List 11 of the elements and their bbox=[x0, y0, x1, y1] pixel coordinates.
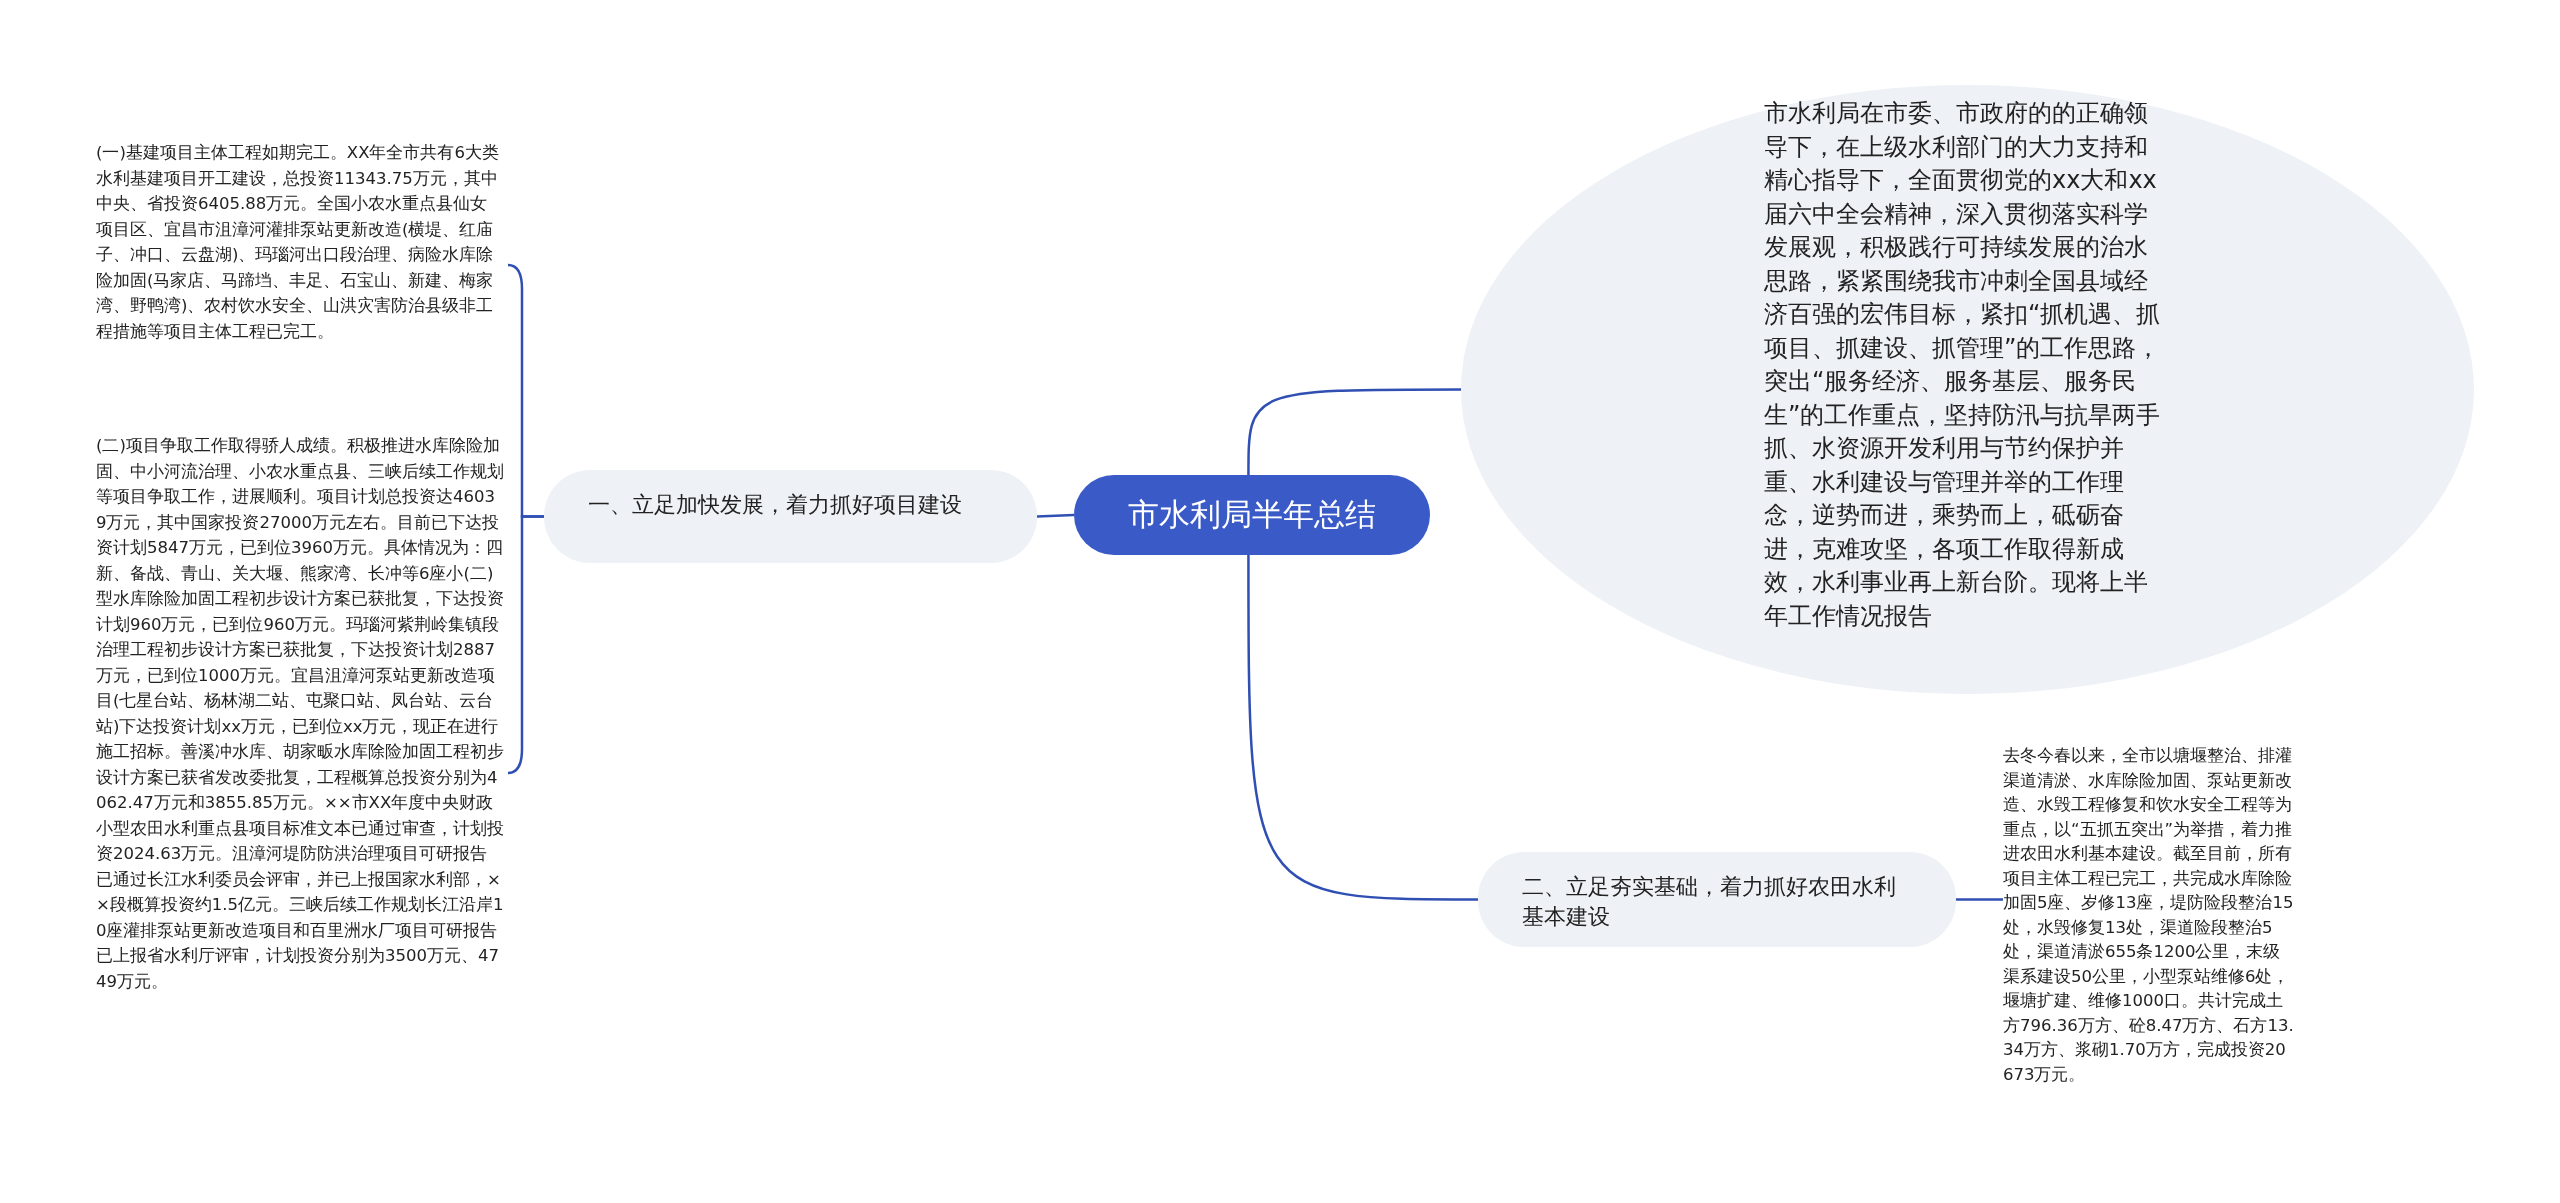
paragraph: (二)项目争取工作取得骄人成绩。积极推进水库除险加固、中小河流治理、小农水重点县、三峡后续工作规划等项目争取工作，进展顺利。项目计划总投资达46039万元，其中国家投资27000万元左右。目前已下达投资计划5847万元，已到位3960万元。具体情况为：四新、备战、青山、关大堰、熊家湾、长冲等6座小(二)型水库除险加固工程初步设计方案已获批复，下达投资计划960万元，已到位960万元。玛瑙河紫荆岭集镇段治理工程初步设计方案已获批复，下达投资计划2887万元，已到位1000万元。宜昌沮漳河泵站更新改造项目(七星台站、杨林湖二站、屯聚口站、凤台站、云台站)下达投资计划xx万元，已到位xx万元，现正在进行施工招标。善溪冲水库、胡家畈水库除险加固工程初步设计方案已获省发改委批复，工程概算总投资分别为4062.47万元和3855.85万元。××市XX年度中央财政小型农田水利重点县项目标准文本已通过审查，计划投资2024.63万元。沮漳河堤防防洪治理项目可研报告已通过长江水利委员会评审，并已上报国家水利部，××段概算投资约1.5亿元。三峡后续工作规划长江沿岸10座灌排泵站更新改造项目和百里洲水厂项目可研报告已上报省水利厅评审，计划投资分别为3500万元、4749万元。 bbox=[96, 435, 504, 993]
topic-text: 二、立足夯实基础，着力抓好农田水利基本建设 bbox=[1522, 873, 1897, 931]
topic-text: 一、立足加快发展，着力抓好项目建设 bbox=[588, 491, 962, 519]
paragraph: 市水利局在市委、市政府的的正确领导下，在上级水利部门的大力支持和精心指导下，全面贯彻党的xx大和xx届六中全会精神，深入贯彻落实科学发展观，积极践行可持续发展的治水思路，紧紧围绕我市冲刺全国县域经济百强的宏伟目标，紧扣“抓机遇、抓项目、抓建设、抓管理”的工作思路，突出“服务经济、服务基层、服务民生”的工作重点，坚持防汛与抗旱两手抓、水资源开发利用与节约保护并重、水利建设与管理并举的工作理念，逆势而进，乘势而上，砥砺奋进，克难攻坚，各项工作取得新成效，水利事业再上新台阶。现将上半年工作情况报告 bbox=[1764, 98, 2162, 632]
connector-line bbox=[507, 515, 544, 775]
topic-text: 市水利局半年总结 bbox=[1128, 495, 1376, 534]
paragraph: (一)基建项目主体工程如期完工。XX年全市共有6大类水利基建项目开工建设，总投资11343.75万元，其中中央、省投资6405.88万元。全国小农水重点县仙女项目区、宜昌市沮漳河灌排泵站更新改造(横堤、红庙子、冲口、云盘湖)、玛瑙河出口段治理、病险水库除险加固(马家店、马蹄垱、丰足、石宝山、新建、梅家湾、野鸭湾)、农村饮水安全、山洪灾害防治县级非工程措施等项目主体工程已完工。 bbox=[96, 142, 500, 343]
connector-line bbox=[1956, 898, 2003, 901]
paragraph: 去冬今春以来，全市以塘堰整治、排灌渠道清淤、水库除险加固、泵站更新改造、水毁工程修复和饮水安全工程等为重点，以“五抓五突出”为举措，着力推进农田水利基本建设。截至目前，所有项目主体工程已完工，共完成水库除险加固5座、岁修13座，堤防险段整治15处，水毁修复13处，渠道险段整治5处，渠道清淤655条1200公里，末级渠系建设50公里，小型泵站维修6处，堰塘扩建、维修1000口。共计完成土方796.36万方、砼8.47万方、石方13.34万方、浆砌1.70万方，完成投资20673万元。 bbox=[2003, 745, 2295, 1086]
connector-line bbox=[1247, 388, 1461, 475]
connector-line bbox=[1036, 513, 1075, 518]
